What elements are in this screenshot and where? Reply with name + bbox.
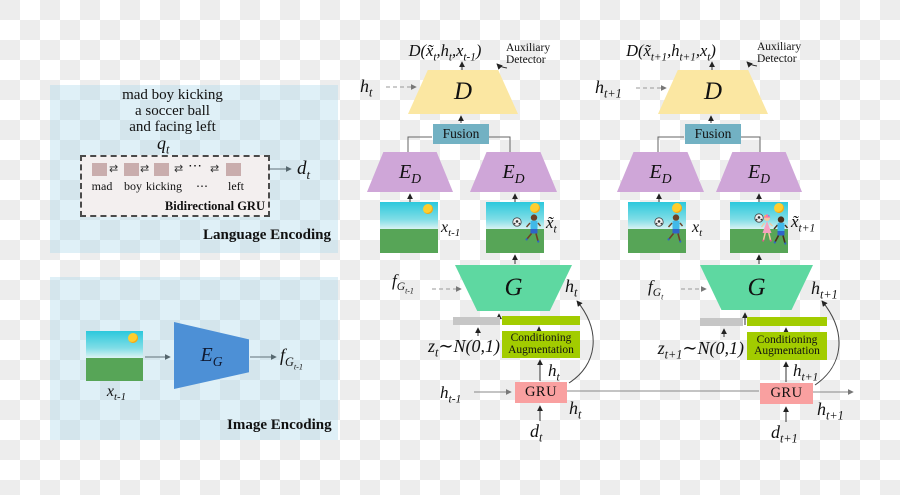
- noise-distribution-label: zt∼N(0,1): [428, 336, 500, 360]
- soccer-ball-icon: [754, 213, 764, 223]
- hidden-into-detector: ht+1: [595, 77, 622, 101]
- sentence-input-label: dt+1: [771, 422, 798, 446]
- hidden-output-label: ht+1: [817, 399, 844, 423]
- hidden-into-ca: ht+1: [793, 361, 819, 384]
- condition-vector-bar: [747, 317, 827, 326]
- frame-thumbnail: [86, 331, 143, 381]
- noise-distribution-label: zt+1∼N(0,1): [657, 338, 744, 362]
- grass: [730, 229, 788, 253]
- hidden-output-label: ht: [569, 398, 582, 422]
- soccer-ball-icon: [512, 217, 522, 227]
- generated-frame-thumbnail: [730, 202, 789, 253]
- hidden-into-detector: ht: [360, 76, 373, 100]
- image-feature-label: fGt-1: [280, 345, 304, 372]
- generated-frame-thumbnail: [486, 202, 544, 253]
- grass: [380, 229, 438, 253]
- detector-expression: D(x̃t,ht,xt-1): [408, 41, 482, 64]
- grass: [86, 357, 143, 381]
- language-encoding-title: Language Encoding: [203, 227, 331, 243]
- fusion-block: Fusion: [433, 124, 489, 144]
- conditioning-augmentation-block: Conditioning Augmentation: [502, 331, 580, 358]
- generator-block: G: [700, 265, 813, 310]
- sun-icon: [774, 203, 784, 213]
- bidirectional-arrow-icon: ⇄: [174, 162, 184, 175]
- hidden-into-generator: ht+1: [811, 278, 838, 302]
- bidirectional-gru-box: ⇄ ⇄ ⇄ ⇄ ⋯ mad boy kicking ⋯ left Bidirec…: [80, 155, 270, 217]
- image-encoding-title: Image Encoding: [227, 417, 332, 433]
- frame-label: xt-1: [106, 383, 127, 404]
- real-frame-label: xt-1: [441, 219, 461, 240]
- noise-vector-bar: [700, 318, 743, 326]
- frame-encoder-block: ED: [617, 152, 704, 192]
- bidirectional-arrow-icon: ⇄: [210, 162, 220, 175]
- sun-icon: [530, 203, 540, 213]
- detector-block: D: [408, 70, 518, 114]
- image-feature-into-generator: fGt: [648, 277, 664, 302]
- condition-vector-bar: [502, 316, 580, 325]
- generated-frame-label: x̃t+1: [791, 212, 816, 235]
- word-embedding-square: [124, 163, 139, 176]
- sun-icon: [128, 333, 138, 343]
- hidden-into-ca: ht: [548, 361, 560, 384]
- auxiliary-detector-caption: Auxiliary Detector: [506, 42, 551, 66]
- frame-encoder-block: ED: [367, 152, 453, 192]
- word-label: ⋯: [196, 179, 208, 193]
- gru-block: GRU: [760, 383, 813, 404]
- query-label: qt: [157, 133, 170, 157]
- previous-hidden-label: ht-1: [440, 383, 462, 406]
- word-embedding-square: [154, 163, 169, 176]
- sun-icon: [423, 204, 433, 214]
- bidirectional-arrow-icon: ⇄: [109, 162, 119, 175]
- sun-icon: [672, 203, 682, 213]
- real-frame-label: xt: [692, 219, 703, 240]
- input-sentence: mad boy kicking a soccer ball and facing…: [122, 87, 223, 135]
- soccer-ball-icon: [654, 217, 664, 227]
- gru-block: GRU: [515, 382, 567, 403]
- image-feature-into-generator: fGt-1: [392, 271, 414, 296]
- boy-figure: [525, 214, 541, 243]
- word-label: left: [228, 179, 244, 193]
- girl-figure: [760, 214, 773, 242]
- frame-encoder-block: ED: [716, 152, 802, 192]
- hidden-into-generator: ht: [565, 276, 578, 300]
- generator-block: G: [455, 265, 572, 311]
- word-label: boy: [124, 179, 142, 193]
- word-embedding-square: [226, 163, 241, 176]
- noise-vector-bar: [453, 317, 500, 325]
- conditioning-augmentation-block: Conditioning Augmentation: [747, 332, 827, 360]
- bidirectional-gru-label: Bidirectional GRU: [164, 199, 265, 213]
- word-label: kicking: [146, 179, 182, 193]
- word-embedding-square: [92, 163, 107, 176]
- frame-encoder-block: ED: [470, 152, 557, 192]
- real-frame-thumbnail: [380, 202, 438, 253]
- word-label: mad: [91, 179, 113, 193]
- bidirectional-arrow-icon: ⇄: [140, 162, 150, 175]
- connectors-step-t: [386, 61, 759, 421]
- real-frame-thumbnail: [628, 202, 686, 253]
- fusion-block: Fusion: [685, 124, 741, 144]
- boy-figure: [667, 214, 683, 243]
- boy-figure: [773, 216, 789, 245]
- detector-expression: D(x̃t+1,ht+1,xt): [626, 41, 716, 64]
- sentence-embedding-label: dt: [297, 158, 311, 182]
- generated-frame-label: x̃t: [546, 213, 557, 236]
- ellipsis: ⋯: [188, 159, 202, 174]
- sentence-input-label: dt: [530, 421, 543, 445]
- detector-block: D: [658, 70, 768, 114]
- auxiliary-detector-caption: Auxiliary Detector: [757, 41, 802, 65]
